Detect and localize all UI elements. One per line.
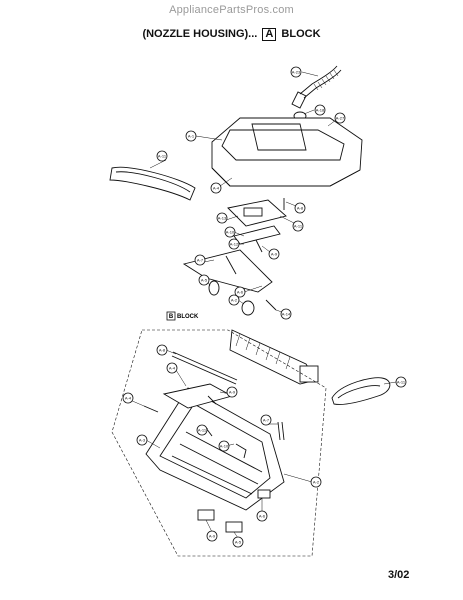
title-block-letter: A [262, 28, 277, 41]
svg-text:A-27: A-27 [336, 116, 345, 121]
callout-a9-lower: A-9 [226, 386, 238, 398]
svg-text:A-9: A-9 [209, 534, 216, 539]
svg-text:A-4: A-4 [125, 396, 132, 401]
title-prefix: (NOZZLE HOUSING)... [142, 28, 258, 40]
drive-belt [331, 377, 391, 405]
hose [291, 65, 342, 109]
svg-text:A-8: A-8 [297, 206, 304, 211]
lower-base-plate [143, 351, 285, 511]
upper-internal-parts [182, 198, 287, 316]
callout-a9-upper: A-9 [268, 248, 280, 260]
callout-a12: A-12 [228, 238, 240, 250]
callout-a2-lower: A-2 [310, 476, 322, 488]
callout-a11-mid: A-11 [292, 220, 304, 232]
svg-text:A-14: A-14 [282, 312, 291, 317]
svg-text:A-10: A-10 [220, 444, 229, 449]
callout-a10-lower: A-10 [218, 440, 230, 452]
svg-text:BLOCK: BLOCK [177, 314, 199, 320]
svg-text:A-11: A-11 [397, 380, 406, 385]
callout-a4-lower: A-4 [166, 362, 178, 374]
svg-text:A-5: A-5 [235, 540, 242, 545]
svg-text:A-12: A-12 [230, 242, 239, 247]
callout-a6-lower: A-6 [256, 510, 268, 522]
svg-text:A-11: A-11 [294, 224, 303, 229]
callout-a1: A-1 [185, 130, 197, 142]
callout-a7-upper: A-7 [194, 254, 206, 266]
callout-a6: A-6 [234, 286, 246, 298]
svg-text:A-11: A-11 [158, 154, 167, 159]
callout-a27: A-27 [334, 112, 346, 124]
svg-text:A-6: A-6 [259, 514, 266, 519]
svg-text:A-7: A-7 [197, 258, 204, 263]
page-number: 3/02 [388, 569, 410, 581]
page-title: (NOZZLE HOUSING)... A BLOCK [0, 28, 463, 41]
callout-a5: A-5 [198, 274, 210, 286]
svg-text:A-2: A-2 [231, 298, 238, 303]
callout-a10: A-10 [224, 226, 236, 238]
callout-a8-lower: A-8 [156, 344, 168, 356]
lower-clips [197, 421, 285, 533]
svg-text:A-18: A-18 [316, 108, 325, 113]
svg-text:A-1: A-1 [188, 134, 195, 139]
callout-a7-lower: A-7 [260, 414, 272, 426]
callout-a11-belt: A-11 [395, 376, 407, 388]
svg-text:A-8: A-8 [159, 348, 166, 353]
svg-text:A-4: A-4 [169, 366, 176, 371]
svg-text:A-5: A-5 [201, 278, 208, 283]
callout-a8-top: A-8 [294, 202, 306, 214]
svg-text:A-23: A-23 [292, 70, 301, 75]
svg-text:B: B [169, 314, 174, 320]
svg-text:A-4: A-4 [213, 186, 220, 191]
callout-a23: A-23 [290, 66, 302, 78]
svg-text:A-2: A-2 [313, 480, 320, 485]
svg-text:A-9: A-9 [271, 252, 278, 257]
svg-text:A-3: A-3 [139, 438, 146, 443]
callout-a2-upper: A-2 [228, 294, 240, 306]
watermark: AppliancePartsPros.com [169, 4, 294, 16]
callout-a4-left: A-4 [122, 392, 134, 404]
callout-a11-top: A-11 [156, 150, 168, 162]
svg-text:A-13: A-13 [218, 216, 227, 221]
nozzle-housing [211, 117, 363, 187]
b-block-region [111, 329, 327, 557]
callout-a11-lower: A-11 [196, 424, 208, 436]
brush-roll [229, 329, 319, 385]
title-suffix: BLOCK [281, 28, 321, 40]
handle-grip [109, 166, 196, 201]
svg-text:A-11: A-11 [198, 428, 207, 433]
svg-text:A-9: A-9 [229, 390, 236, 395]
callout-a9-bottom: A-9 [206, 530, 218, 542]
callout-a4-top: A-4 [210, 182, 222, 194]
svg-text:A-7: A-7 [263, 418, 270, 423]
svg-text:A-10: A-10 [226, 230, 235, 235]
callout-a5-bottom: A-5 [232, 536, 244, 548]
svg-text:A-6: A-6 [237, 290, 244, 295]
callout-a13: A-13 [216, 212, 228, 224]
callout-a14: A-14 [280, 308, 292, 320]
callout-a18: A-18 [314, 104, 326, 116]
b-block-label: B BLOCK [166, 311, 199, 321]
callout-a3: A-3 [136, 434, 148, 446]
